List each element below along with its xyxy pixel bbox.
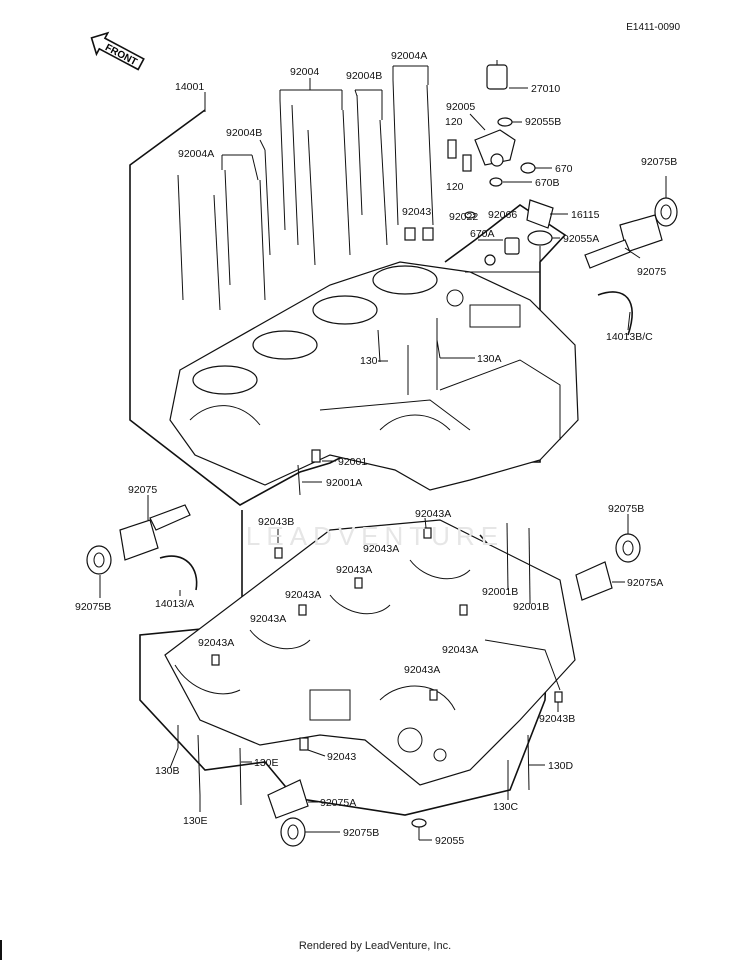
bolts-and-dowels: [177, 318, 563, 806]
label-92043a-8: 92043A: [404, 664, 440, 676]
front-arrow-icon: FRONT: [90, 31, 145, 71]
label-92075b-left: 92075B: [75, 601, 111, 613]
label-670a: 670A: [470, 228, 495, 240]
label-92004a-top: 92004A: [391, 50, 427, 62]
label-92001b-2: 92001B: [513, 601, 549, 613]
breather-parts-right-upper: [584, 197, 678, 336]
oil-pressure-switch-assembly: [404, 60, 554, 266]
label-92004: 92004: [290, 66, 319, 78]
label-92075-right-upper: 92075: [637, 266, 666, 278]
label-92043-top: 92043: [402, 206, 431, 218]
label-92001b-1: 92001B: [482, 586, 518, 598]
label-130e-1: 130E: [254, 757, 279, 769]
edge-mark: [0, 940, 2, 960]
label-92043a-3: 92043A: [336, 564, 372, 576]
label-14001: 14001: [175, 81, 204, 93]
label-92022: 92022: [449, 211, 478, 223]
label-92043: 92043: [327, 751, 356, 763]
label-92075b-right-upper: 92075B: [641, 156, 677, 168]
label-130d: 130D: [548, 760, 574, 772]
label-92075-left: 92075: [128, 484, 157, 496]
label-92004b-top: 92004B: [346, 70, 382, 82]
label-92055b: 92055B: [525, 116, 561, 128]
label-92043b-1: 92043B: [258, 516, 294, 528]
label-92055: 92055: [435, 835, 464, 847]
leader-lines: [99, 65, 667, 841]
label-120-a: 120: [445, 116, 463, 128]
cylinder-studs: [177, 79, 434, 311]
label-92004b-left: 92004B: [226, 127, 262, 139]
label-92075a-bottom: 92075A: [320, 797, 356, 809]
label-130: 130: [360, 355, 378, 367]
upper-crankcase: [169, 261, 579, 491]
label-27010: 27010: [531, 83, 560, 95]
label-92001: 92001: [338, 456, 367, 468]
label-130a: 130A: [477, 353, 502, 365]
label-92043a-5: 92043A: [250, 613, 286, 625]
label-92005: 92005: [446, 101, 475, 113]
label-92075a-right-lower: 92075A: [627, 577, 663, 589]
label-92043a-4: 92043A: [285, 589, 321, 601]
label-92043a-1: 92043A: [415, 508, 451, 520]
label-120-b: 120: [446, 181, 464, 193]
footer-credit: Rendered by LeadVenture, Inc.: [298, 940, 452, 952]
label-92075b-right-lower: 92075B: [608, 503, 644, 515]
label-130c: 130C: [493, 801, 519, 813]
breather-parts-right-lower: [575, 533, 641, 601]
label-92043a-7: 92043A: [442, 644, 478, 656]
label-16115: 16115: [571, 209, 600, 221]
label-130b: 130B: [155, 765, 180, 777]
label-14013bc: 14013B/C: [606, 331, 653, 343]
part-number-labels: 14001 92004 92004B 92004A 92004B 92004A …: [75, 50, 677, 847]
lower-crankcase: [164, 519, 576, 786]
label-92001a: 92001A: [326, 477, 362, 489]
label-670: 670: [555, 163, 573, 175]
breather-parts-left: [86, 504, 198, 591]
label-92066: 92066: [488, 209, 517, 221]
watermark-text: LEADVENTURE: [246, 521, 504, 551]
label-92055a: 92055A: [563, 233, 599, 245]
label-670b: 670B: [535, 177, 560, 189]
label-130e-2: 130E: [183, 815, 208, 827]
label-92043b-2: 92043B: [539, 713, 575, 725]
label-92043a-6: 92043A: [198, 637, 234, 649]
label-92043a-2: 92043A: [363, 543, 399, 555]
diagram-reference-number: E1411-0090: [626, 22, 680, 33]
label-14013a: 14013/A: [155, 598, 194, 610]
label-92004a-left: 92004A: [178, 148, 214, 160]
label-92075b-bottom: 92075B: [343, 827, 379, 839]
